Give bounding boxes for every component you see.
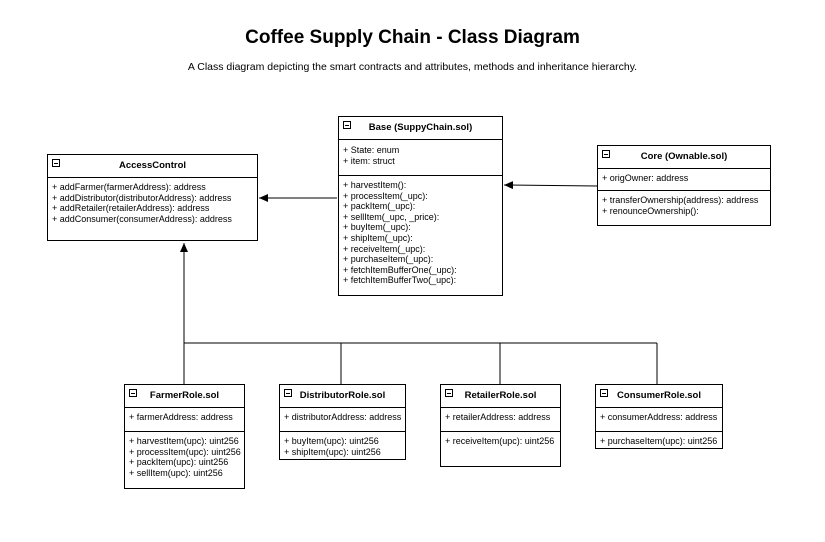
method: + shipItem(upc): uint256 (284, 446, 381, 457)
methods-section: + buyItem(upc): uint256 + shipItem(upc):… (280, 431, 405, 462)
class-name: DistributorRole.sol (299, 390, 386, 401)
edge-core-to-base (503, 181, 598, 190)
method: + fetchItemBufferOne(_upc): (343, 264, 457, 275)
method: + purchaseItem(_upc): (343, 254, 434, 265)
methods-section: + receiveItem(upc): uint256 (441, 431, 560, 452)
method: + addConsumer(consumerAddress): address (52, 213, 232, 224)
method: + shipItem(_upc): (343, 232, 413, 243)
attributes-section: + origOwner: address (598, 169, 770, 190)
class-name: FarmerRole.sol (149, 390, 220, 401)
method: + transferOwnership(address): address (602, 195, 759, 205)
collapse-icon[interactable] (602, 150, 610, 158)
class-header: FarmerRole.sol (125, 385, 244, 408)
method: + renounceOwnership(): (602, 205, 699, 216)
method: + receiveItem(upc): uint256 (445, 436, 555, 446)
methods-section: + harvestItem(): + processItem(_upc): + … (339, 175, 502, 291)
class-name: Core (Ownable.sol) (640, 151, 728, 162)
method: + processItem(_upc): (343, 190, 428, 201)
method: + addFarmer(farmerAddress): address (52, 182, 206, 192)
method: + fetchItemBufferTwo(_upc): (343, 275, 457, 286)
method: + harvestItem(upc): uint256 (129, 436, 239, 446)
attribute: + origOwner: address (602, 173, 689, 183)
class-header: Base (SuppyChain.sol) (339, 117, 502, 140)
class-header: ConsumerRole.sol (596, 385, 722, 408)
method: + purchaseItem(upc): uint256 (600, 436, 718, 446)
collapse-icon[interactable] (343, 121, 351, 129)
methods-section: + addFarmer(farmerAddress): address + ad… (48, 178, 257, 229)
class-header: RetailerRole.sol (441, 385, 560, 408)
collapse-icon[interactable] (52, 159, 60, 167)
attributes-section: + distributorAddress: address (280, 408, 405, 431)
class-base[interactable]: Base (SuppyChain.sol) + State: enum + it… (338, 116, 503, 296)
class-name: Base (SuppyChain.sol) (368, 122, 473, 133)
method: + processItem(upc): uint256 (129, 446, 241, 457)
collapse-icon[interactable] (284, 389, 292, 397)
attribute: + consumerAddress: address (600, 412, 718, 422)
class-distributor-role[interactable]: DistributorRole.sol + distributorAddress… (279, 384, 406, 460)
class-name: AccessControl (118, 160, 187, 171)
attributes-section: + consumerAddress: address (596, 408, 722, 431)
class-header: Core (Ownable.sol) (598, 146, 770, 169)
class-header: DistributorRole.sol (280, 385, 405, 408)
method: + addRetailer(retailerAddress): address (52, 203, 210, 214)
attribute: + item: struct (343, 155, 395, 166)
class-retailer-role[interactable]: RetailerRole.sol + retailerAddress: addr… (440, 384, 561, 467)
method: + packItem(upc): uint256 (129, 457, 229, 468)
class-name: ConsumerRole.sol (617, 390, 701, 401)
collapse-icon[interactable] (129, 389, 137, 397)
methods-section: + transferOwnership(address): address + … (598, 190, 770, 221)
class-name: RetailerRole.sol (464, 390, 537, 401)
method: + sellItem(upc): uint256 (129, 467, 223, 478)
attribute: + farmerAddress: address (129, 412, 233, 422)
attributes-section: + State: enum + item: struct (339, 140, 502, 175)
collapse-icon[interactable] (445, 389, 453, 397)
method: + buyItem(_upc): (343, 222, 411, 233)
diagram-title: Coffee Supply Chain - Class Diagram (245, 27, 580, 48)
diagram-subtitle: A Class diagram depicting the smart cont… (187, 61, 638, 73)
method: + buyItem(upc): uint256 (284, 436, 379, 446)
collapse-icon[interactable] (600, 389, 608, 397)
attribute: + distributorAddress: address (284, 412, 402, 422)
method: + addDistributor(distributorAddress): ad… (52, 192, 232, 203)
attributes-section: + farmerAddress: address (125, 408, 244, 431)
attribute: + retailerAddress: address (445, 412, 551, 422)
class-consumer-role[interactable]: ConsumerRole.sol + consumerAddress: addr… (595, 384, 723, 449)
methods-section: + harvestItem(upc): uint256 + processIte… (125, 431, 244, 483)
method: + receiveItem(_upc): (343, 243, 426, 254)
methods-section: + purchaseItem(upc): uint256 (596, 431, 722, 452)
attribute: + State: enum (343, 145, 400, 155)
edge-roles-to-access-control (180, 243, 658, 384)
method: + packItem(_upc): (343, 201, 416, 212)
attributes-section: + retailerAddress: address (441, 408, 560, 431)
class-core[interactable]: Core (Ownable.sol) + origOwner: address … (597, 145, 771, 226)
method: + harvestItem(): (343, 180, 407, 190)
class-farmer-role[interactable]: FarmerRole.sol + farmerAddress: address … (124, 384, 245, 489)
class-access-control[interactable]: AccessControl + addFarmer(farmerAddress)… (47, 154, 258, 241)
method: + sellItem(_upc, _price): (343, 211, 440, 222)
class-header: AccessControl (48, 155, 257, 178)
